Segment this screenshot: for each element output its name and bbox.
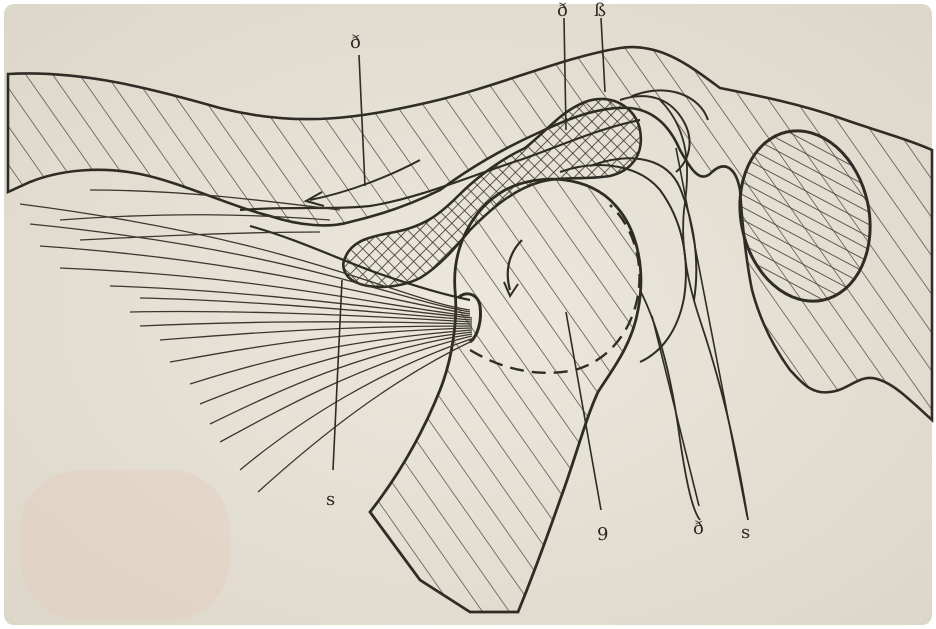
label-bottom-s-left: s	[326, 489, 335, 510]
label-top-mid-1: ð	[557, 0, 568, 21]
label-bottom-delta: ð	[693, 518, 704, 539]
label-top-left: ð	[350, 32, 361, 53]
label-bottom-s-right: s	[741, 522, 750, 543]
slide-stain	[20, 470, 230, 620]
label-bottom-9: 9	[597, 524, 608, 545]
label-top-mid-2: ß	[594, 0, 606, 21]
